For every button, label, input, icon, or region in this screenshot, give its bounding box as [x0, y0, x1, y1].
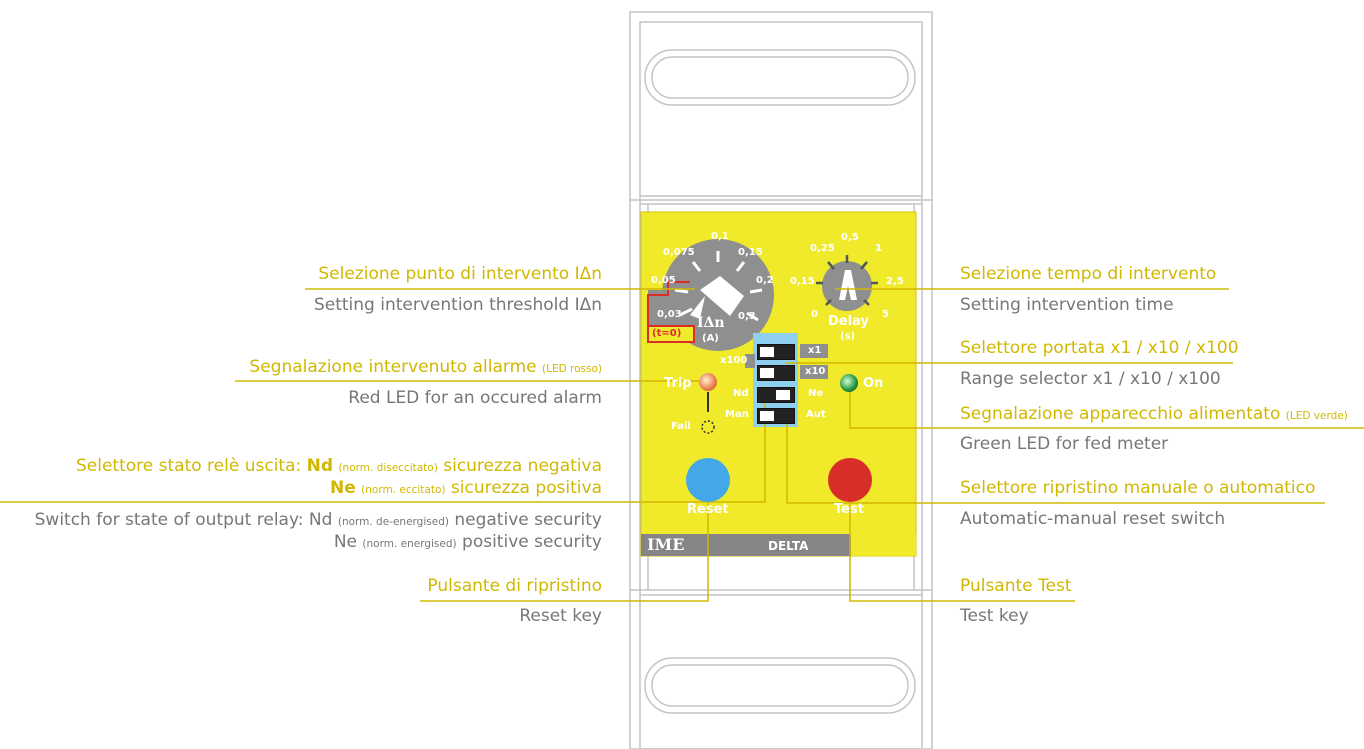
delay-unit: (s) [840, 331, 856, 342]
ann-reset-mode-en: Automatic-manual reset switch [960, 509, 1226, 529]
dip-switch-2[interactable] [757, 365, 795, 381]
ann-reset-mode-it: Selettore ripristino manuale o automatic… [960, 478, 1316, 498]
ann-relay-it-2: Ne (norm. eccitato) sicurezza positiva [330, 478, 602, 498]
ann-test-key-en: Test key [960, 606, 1029, 626]
callout-lines [0, 288, 1364, 602]
ann-reset-key-en: Reset key [519, 606, 602, 626]
ann-power-it: Segnalazione apparecchio alimentato (LED… [960, 404, 1348, 424]
delay-tick-015: 0,15 [790, 276, 815, 287]
trip-label: Trip [664, 376, 692, 391]
dip-label-aut: Aut [806, 409, 826, 420]
ann-trip-it: Segnalazione intervenuto allarme (LED ro… [249, 357, 602, 377]
brand-strip [641, 534, 851, 556]
idn-tick-003: 0,03 [657, 309, 682, 320]
ann-range-en: Range selector x1 / x10 / x100 [960, 369, 1221, 389]
on-label: On [863, 376, 884, 391]
idn-tick-03: 0,3 [738, 311, 756, 322]
idn-tick-015: 0,15 [738, 247, 763, 258]
brand-logo: IME [647, 535, 685, 554]
delay-knob [839, 270, 857, 300]
ann-relay-it-1: Selettore stato relè uscita: Nd (norm. d… [75, 456, 602, 476]
ann-trip-en: Red LED for an occured alarm [348, 388, 602, 408]
ann-test-key-it: Pulsante Test [960, 576, 1072, 596]
instant-label: (t=0) [652, 328, 682, 339]
delay-tick-05: 0,5 [841, 232, 859, 243]
delay-tick-1: 1 [875, 243, 882, 254]
dip-label-ne: Ne [808, 388, 824, 399]
ann-reset-key-it: Pulsante di ripristino [427, 576, 602, 596]
idn-tick-01: 0,1 [711, 231, 729, 242]
test-label: Test [834, 502, 864, 517]
ann-idn-it: Selezione punto di intervento IΔn [318, 264, 602, 284]
trip-led [699, 373, 717, 391]
reset-label: Reset [687, 502, 729, 517]
delay-tick-25: 2,5 [886, 276, 904, 287]
ann-delay-en: Setting intervention time [960, 295, 1174, 315]
reset-button[interactable] [686, 458, 730, 502]
ann-relay-en-2: Ne (norm. energised) positive security [333, 532, 602, 552]
on-led [840, 374, 858, 392]
ann-delay-it: Selezione tempo di intervento [960, 264, 1217, 284]
dip-label-x1: x1 [808, 345, 822, 356]
delay-label: Delay [828, 314, 869, 329]
ann-relay-en-1: Switch for state of output relay: Nd (no… [34, 510, 602, 530]
test-button[interactable] [828, 458, 872, 502]
dip-switch-1[interactable] [757, 344, 795, 360]
dip-switch-4[interactable] [757, 408, 795, 424]
model-name: DELTA [768, 539, 809, 553]
ann-idn-en: Setting intervention threshold IΔn [313, 295, 602, 315]
idn-knob [690, 276, 744, 319]
ann-power-en: Green LED for fed meter [960, 434, 1169, 454]
fail-label: Fail [671, 421, 691, 432]
idn-tick-005: 0,05 [651, 275, 676, 286]
dip-label-x100: x100 [720, 355, 748, 366]
delay-tick-0: 0 [811, 309, 818, 320]
idn-tick-0075: 0,075 [663, 247, 695, 258]
dip-label-man: Man [725, 409, 749, 420]
idn-ticks [674, 251, 763, 322]
dip-label-nd: Nd [733, 388, 749, 399]
idn-symbol: IΔn [697, 315, 725, 331]
ann-range-it: Selettore portata x1 / x10 / x100 [960, 338, 1239, 358]
delay-tick-025: 0,25 [810, 243, 835, 254]
delay-tick-5: 5 [882, 309, 889, 320]
idn-tick-02: 0,2 [756, 275, 774, 286]
idn-unit: (A) [702, 333, 719, 344]
dip-switch-3[interactable] [757, 387, 795, 403]
dip-label-x10: x10 [805, 366, 826, 377]
